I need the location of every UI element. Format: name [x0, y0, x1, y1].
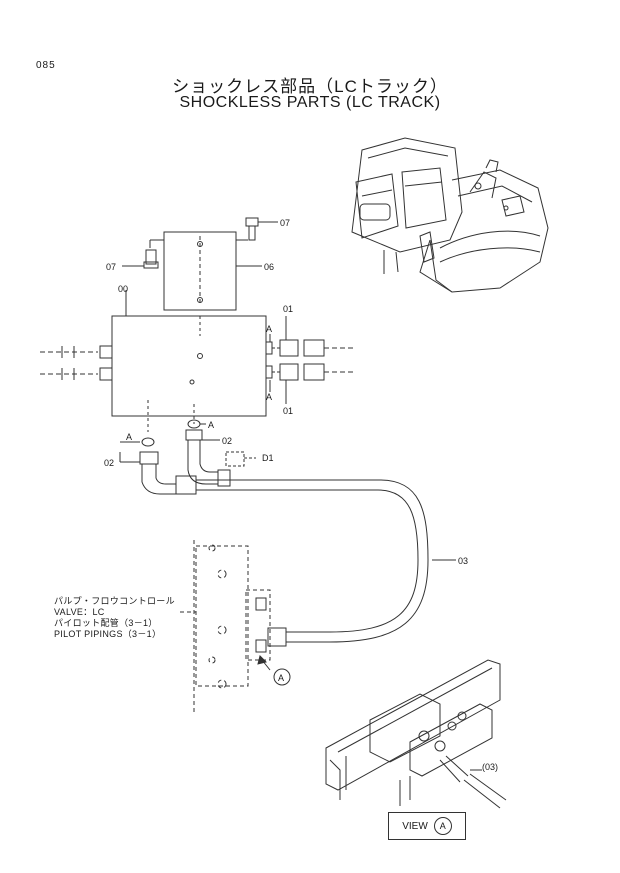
legend-line-valve-lc: VALVE：LC	[54, 607, 105, 617]
valve-lc-dashed	[180, 540, 271, 714]
hose-03	[175, 475, 456, 647]
bolt-07-left	[122, 249, 159, 269]
left-ports	[40, 345, 113, 381]
view-label: VIEW	[402, 820, 428, 832]
bolt-07-right	[245, 217, 278, 241]
label-a-top: A	[266, 324, 272, 334]
view-a-arrow	[257, 655, 291, 686]
view-letter-circle: A	[433, 817, 452, 835]
page-code: 085	[36, 60, 56, 71]
right-ports-01	[265, 316, 354, 404]
elbow-fittings-02	[119, 429, 231, 495]
fitting-d1	[225, 451, 256, 467]
plate-06	[149, 231, 262, 311]
excavator-sketch	[351, 137, 549, 293]
legend-line-pilot-pipings: PILOT PIPINGS（3－1）	[54, 629, 162, 639]
valve-lc-fittings	[255, 597, 267, 653]
callout-00: 00	[118, 284, 128, 294]
valve-block-00	[111, 290, 267, 432]
label-a-oring-left: A	[126, 432, 132, 442]
valve-legend: パルプ・フロウコントロール VALVE：LC パイロット配管（3－1） PILO…	[54, 596, 175, 640]
callout-03-detail: (03)	[482, 762, 498, 772]
view-a-label: VIEW A	[388, 812, 466, 840]
title-japanese: ショックレス部品（LCトラック）	[172, 77, 448, 96]
callout-01-top: 01	[283, 304, 293, 314]
label-a-oring-right: A	[208, 420, 214, 430]
detail-view-a	[325, 659, 507, 809]
legend-line-jp-pilot: パイロット配管（3－1）	[54, 618, 158, 628]
callout-02-right: 02	[222, 436, 232, 446]
callout-07-right: 07	[280, 218, 290, 228]
view-letter: A	[439, 821, 446, 831]
callout-03: 03	[458, 556, 468, 566]
view-a-marker: A	[278, 673, 284, 683]
label-a-bottom: A	[266, 392, 272, 402]
callout-06: 06	[264, 262, 274, 272]
label-d1: D1	[262, 453, 274, 463]
title-english: SHOCKLESS PARTS (LC TRACK)	[179, 94, 441, 111]
o-rings	[120, 419, 206, 447]
callout-01-bottom: 01	[283, 406, 293, 416]
callout-07-left: 07	[106, 262, 116, 272]
legend-line-jp-valve: パルプ・フロウコントロール	[54, 596, 175, 606]
callout-02-left: 02	[104, 458, 114, 468]
